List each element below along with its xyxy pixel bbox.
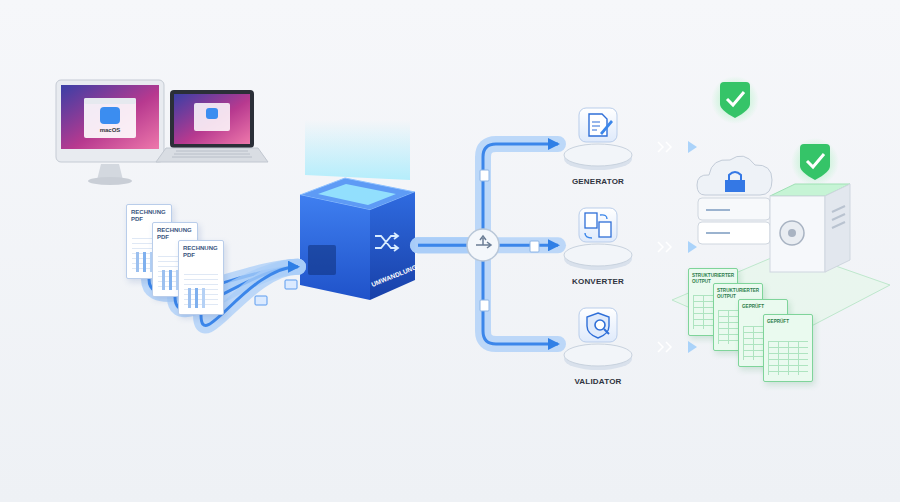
node-text: VALIDATOR bbox=[558, 377, 638, 386]
document-icon bbox=[589, 114, 607, 136]
platform-top bbox=[564, 344, 632, 366]
router-arrows bbox=[476, 236, 491, 248]
cloud bbox=[697, 156, 772, 195]
cube-right bbox=[370, 192, 415, 300]
laptop bbox=[156, 90, 268, 162]
packet bbox=[530, 241, 539, 252]
conversion-cube bbox=[300, 120, 415, 300]
pdf-document: RECHNUNG PDF bbox=[126, 204, 172, 279]
check-badge bbox=[800, 144, 830, 180]
cube-left bbox=[300, 195, 370, 300]
app-icon bbox=[206, 108, 218, 119]
window bbox=[84, 98, 136, 138]
lock-body bbox=[725, 180, 745, 192]
pencil-icon bbox=[600, 120, 613, 135]
icon-card bbox=[579, 208, 617, 242]
cloud-server bbox=[697, 76, 772, 244]
chart-graphic bbox=[132, 238, 166, 272]
platform-top bbox=[564, 144, 632, 166]
router bbox=[467, 229, 499, 261]
document-icon bbox=[585, 213, 597, 228]
arrow-head bbox=[688, 141, 697, 353]
platform bbox=[564, 108, 632, 170]
screen bbox=[61, 85, 159, 149]
node-text: RECHNUNG PDF bbox=[131, 209, 168, 223]
node-text: RECHNUNG PDF bbox=[183, 245, 220, 259]
document-lines bbox=[592, 122, 600, 130]
icon-card bbox=[579, 108, 617, 142]
glow bbox=[711, 76, 759, 124]
table-graphic bbox=[768, 341, 808, 375]
magnifier-handle bbox=[604, 329, 609, 334]
router-disc bbox=[467, 229, 499, 261]
packet bbox=[480, 300, 489, 311]
check-badge bbox=[720, 82, 750, 118]
keyboard bbox=[172, 151, 252, 157]
convert-arrows bbox=[585, 215, 607, 238]
glow bbox=[791, 138, 839, 186]
flow-connector bbox=[201, 267, 298, 326]
window bbox=[194, 103, 230, 131]
chevrons bbox=[658, 142, 671, 352]
icon-card bbox=[579, 308, 617, 342]
packet bbox=[480, 170, 489, 181]
cube-slot bbox=[308, 245, 336, 275]
safe-dial-center bbox=[788, 229, 796, 237]
packets bbox=[255, 170, 539, 311]
app-icon bbox=[100, 107, 120, 124]
laptop-lid bbox=[170, 90, 254, 148]
node-text: GENERATOR bbox=[558, 177, 638, 186]
glow-beam bbox=[305, 120, 410, 180]
laptop-base bbox=[156, 148, 268, 162]
packet bbox=[255, 296, 267, 305]
document-icon bbox=[599, 222, 611, 237]
platform bbox=[564, 308, 632, 370]
magnifier-icon bbox=[595, 320, 605, 330]
shuffle-icon bbox=[375, 233, 398, 251]
platform bbox=[564, 208, 632, 270]
node-text: RECHNUNG PDF bbox=[157, 227, 194, 241]
safe-side bbox=[825, 184, 850, 272]
safe-dial bbox=[780, 221, 804, 245]
pipe-band bbox=[418, 144, 558, 245]
desktop-computer bbox=[56, 80, 164, 185]
flow-connector bbox=[418, 245, 558, 344]
check-mark bbox=[727, 92, 744, 105]
check-mark bbox=[807, 154, 824, 167]
lock-shackle bbox=[729, 172, 741, 180]
laptop-screen bbox=[174, 94, 250, 144]
safe-vents bbox=[832, 206, 845, 228]
shield-icon bbox=[587, 313, 609, 338]
flow-connector bbox=[418, 144, 558, 245]
monitor-body bbox=[56, 80, 164, 162]
stand-base bbox=[88, 177, 132, 185]
safe-front bbox=[770, 196, 825, 272]
pipe-band bbox=[418, 245, 558, 344]
packet bbox=[285, 280, 297, 289]
output-arrows bbox=[638, 141, 697, 353]
pipe-band bbox=[201, 267, 298, 326]
safe bbox=[770, 138, 850, 272]
platform-top bbox=[564, 244, 632, 266]
window-bar bbox=[84, 98, 136, 104]
server-vents bbox=[706, 210, 730, 233]
node-text: KONVERTER bbox=[558, 277, 638, 286]
